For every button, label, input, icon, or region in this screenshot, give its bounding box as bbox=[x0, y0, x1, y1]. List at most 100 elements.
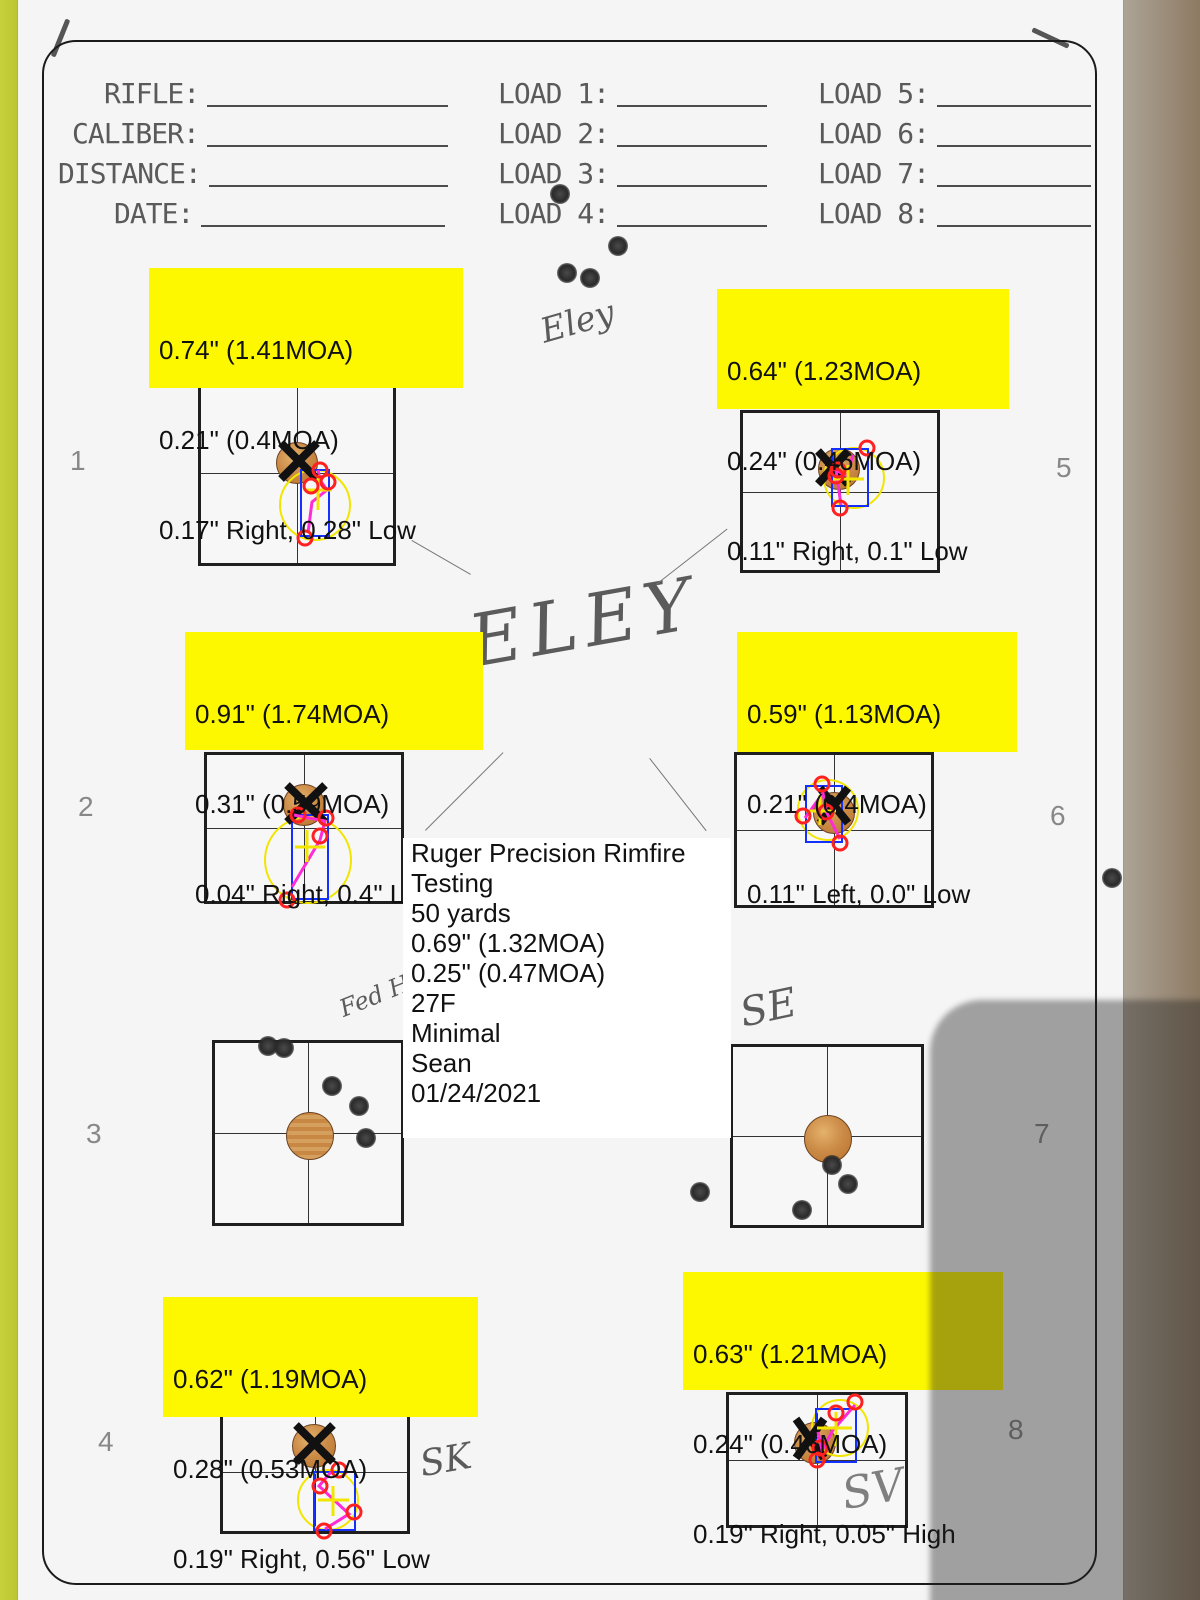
summary-line-1: Ruger Precision Rimfire bbox=[411, 838, 686, 868]
target-5-line-2: 0.24" (0.46MOA) bbox=[727, 446, 922, 476]
target-4-overlay bbox=[293, 1422, 363, 1540]
distance-line bbox=[208, 185, 448, 187]
summary-line-7: Minimal bbox=[411, 1018, 501, 1048]
target-4-results: 0.62" (1.19MOA) 0.28" (0.53MOA) 0.19" Ri… bbox=[163, 1297, 478, 1574]
bullet-hole bbox=[349, 1096, 369, 1116]
bullet-hole bbox=[1102, 868, 1122, 888]
target-1-line-3: 0.17" Right, 0.28" Low bbox=[159, 515, 416, 545]
rifle-line bbox=[207, 105, 448, 107]
shot-icon bbox=[302, 477, 320, 495]
point-of-aim-icon bbox=[293, 1422, 336, 1465]
target-5-overlay bbox=[815, 439, 885, 517]
shot-icon bbox=[827, 467, 845, 485]
load-1-label: LOAD 1: bbox=[498, 77, 610, 110]
bullet-hole bbox=[608, 236, 628, 256]
target-8-line-1: 0.63" (1.21MOA) bbox=[693, 1339, 888, 1369]
shot-icon bbox=[813, 775, 831, 793]
summary-line-6: 27F bbox=[411, 988, 456, 1018]
target-8-line-3: 0.19" Right, 0.05" High bbox=[693, 1519, 956, 1549]
caliber-label: CALIBER: bbox=[72, 117, 200, 150]
target-1-results: 0.74" (1.41MOA) 0.21" (0.4MOA) 0.17" Rig… bbox=[149, 268, 463, 545]
target-5-results: 0.64" (1.23MOA) 0.24" (0.46MOA) 0.11" Ri… bbox=[717, 289, 1009, 566]
target-number-4: 4 bbox=[98, 1426, 114, 1457]
load-7-label: LOAD 7: bbox=[818, 157, 930, 190]
shot-icon bbox=[296, 529, 314, 547]
target-1-line-1: 0.74" (1.41MOA) bbox=[159, 335, 354, 365]
shot-icon bbox=[846, 1393, 864, 1411]
load-5-line bbox=[937, 105, 1092, 107]
summary-line-8: Sean bbox=[411, 1048, 472, 1078]
group-box-icon bbox=[313, 1471, 356, 1531]
load-6-line bbox=[937, 145, 1092, 147]
target-number-2: 2 bbox=[78, 791, 94, 822]
target-1-line-2: 0.21" (0.4MOA) bbox=[159, 425, 339, 455]
target-4-line-2: 0.28" (0.53MOA) bbox=[173, 1454, 368, 1484]
target-8-overlay bbox=[792, 1393, 869, 1469]
bullet-hole bbox=[557, 263, 577, 283]
shot-icon bbox=[311, 1477, 329, 1495]
point-of-aim-icon bbox=[792, 1416, 828, 1461]
shot-icon bbox=[289, 806, 307, 824]
target-box-2 bbox=[204, 752, 404, 904]
summary-line-4: 0.69" (1.32MOA) bbox=[411, 928, 606, 958]
target-6-line-3: 0.11" Left, 0.0" Low bbox=[747, 879, 971, 909]
summary-line-2: Testing bbox=[411, 868, 494, 898]
bullet-hole bbox=[792, 1200, 812, 1220]
target-2-line-2: 0.31" (0.59MOA) bbox=[195, 789, 390, 819]
load-2-label: LOAD 2: bbox=[498, 117, 610, 150]
shot-icon bbox=[319, 473, 337, 491]
target-number-1: 1 bbox=[70, 445, 86, 476]
bullet-hole bbox=[822, 1155, 842, 1175]
bullet-hole bbox=[550, 184, 570, 204]
shot-icon bbox=[311, 827, 329, 845]
target-6-overlay bbox=[794, 775, 859, 852]
bullet-hole bbox=[838, 1174, 858, 1194]
session-summary: Ruger Precision Rimfire Testing 50 yards… bbox=[403, 838, 731, 1138]
shot-icon bbox=[330, 1461, 348, 1479]
target-frame bbox=[42, 40, 1097, 1585]
bullet-hole bbox=[690, 1182, 710, 1202]
target-1-overlay bbox=[278, 440, 351, 547]
target-2-overlay bbox=[264, 782, 352, 909]
caliber-line bbox=[206, 145, 448, 147]
point-of-aim-icon bbox=[278, 440, 320, 482]
shot-icon bbox=[794, 807, 812, 825]
bullet-hole bbox=[258, 1036, 278, 1056]
shot-icon bbox=[831, 499, 849, 517]
distance-label: DISTANCE: bbox=[58, 157, 202, 190]
shot-path-icon bbox=[803, 789, 842, 840]
summary-line-9: 01/24/2021 bbox=[411, 1078, 542, 1108]
rifle-label: RIFLE: bbox=[104, 77, 200, 110]
shot-icon bbox=[817, 803, 835, 821]
target-number-5: 5 bbox=[1056, 452, 1072, 483]
load-1-line bbox=[617, 105, 768, 107]
target-6-line-2: 0.21" (0.4MOA) bbox=[747, 789, 927, 819]
form-right-column: LOAD 5: LOAD 6: LOAD 7: LOAD 8: bbox=[818, 74, 1098, 234]
shot-icon bbox=[831, 834, 849, 852]
load-2-line bbox=[617, 145, 768, 147]
target-5-line-1: 0.64" (1.23MOA) bbox=[727, 356, 922, 386]
target-number-8: 8 bbox=[1008, 1414, 1024, 1445]
shot-icon bbox=[317, 809, 335, 827]
target-number-7: 7 bbox=[1034, 1118, 1050, 1149]
target-6-line-1: 0.59" (1.13MOA) bbox=[747, 699, 942, 729]
summary-line-3: 50 yards bbox=[411, 898, 511, 928]
form-left-column: RIFLE: CALIBER: DISTANCE: DATE: bbox=[58, 74, 448, 234]
date-label: DATE: bbox=[114, 197, 194, 230]
group-box-icon bbox=[831, 448, 869, 507]
load-3-line bbox=[617, 185, 768, 187]
shot-icon bbox=[808, 1451, 826, 1469]
bullet-hole bbox=[322, 1076, 342, 1096]
group-circle-icon bbox=[811, 1399, 869, 1457]
target-2-line-1: 0.91" (1.74MOA) bbox=[195, 699, 390, 729]
shot-icon bbox=[311, 461, 329, 479]
photo-shadow bbox=[930, 1000, 1200, 1600]
group-box-icon bbox=[300, 469, 330, 537]
target-number-6: 6 bbox=[1050, 800, 1066, 831]
target-6-results: 0.59" (1.13MOA) 0.21" (0.4MOA) 0.11" Lef… bbox=[737, 632, 1017, 909]
shot-icon bbox=[345, 1503, 363, 1521]
load-6-label: LOAD 6: bbox=[818, 117, 930, 150]
load-5-label: LOAD 5: bbox=[818, 77, 930, 110]
